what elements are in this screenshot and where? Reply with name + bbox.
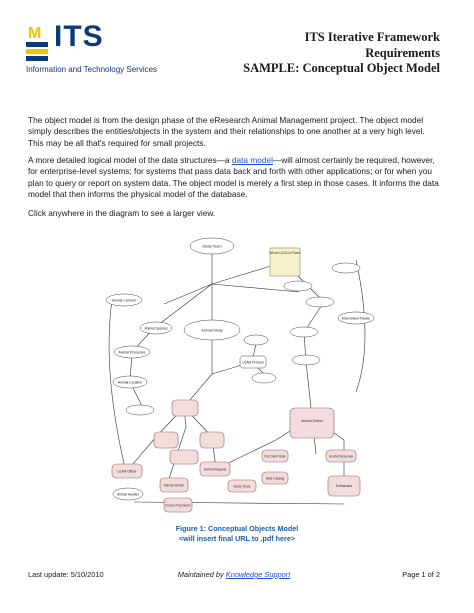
entity-small-left-1 <box>125 404 155 416</box>
entity-label-euthanasia: Euthanasia <box>336 484 352 488</box>
entity-pink-2 <box>199 431 225 449</box>
entity-small-center-2 <box>251 372 277 384</box>
entity-label-invoice-payments: Invoice Payments <box>165 504 191 508</box>
data-model-paragraph: A more detailed logical model of the dat… <box>28 155 440 200</box>
entity-ulam-personnel <box>325 449 357 463</box>
data-model-link[interactable]: data model <box>231 155 273 165</box>
entity-animal-species <box>139 321 173 335</box>
entity-label-animal-vendor: Animal Vendor <box>164 484 186 488</box>
entity-label-animal-orders: Animal Orders <box>301 419 323 423</box>
conceptual-object-model-diagram[interactable]: Whole UCUCA Phase Study Team Animal Conc… <box>94 232 384 516</box>
click-instruction: Click anywhere in the diagram to see a l… <box>28 208 216 218</box>
diagram-connectors <box>108 252 366 505</box>
caption-note: <will insert final URL to .pdf here> <box>178 533 296 543</box>
entity-rate-catalog <box>261 471 289 485</box>
last-update: Last update: 5/10/2010 <box>28 570 104 579</box>
header-line-1: ITS Iterative Framework <box>304 30 440 44</box>
page-number: Page 1 of 2 <box>402 570 440 579</box>
header-line-3: SAMPLE: Conceptual Object Model <box>243 61 440 75</box>
entity-animal-study <box>183 319 241 341</box>
document-header: ITS Iterative Framework Requirements SAM… <box>243 30 440 77</box>
caption-title: Figure 1: Conceptual Objects Model <box>175 524 299 533</box>
entity-label-animal-request: Animal Request <box>204 468 227 472</box>
entity-label-per-diem-rate: Per Diem Rate <box>265 455 286 459</box>
entity-label-animal-species: Animal Species <box>144 327 168 331</box>
entity-small-right-3 <box>289 326 319 338</box>
logo-text: ITS <box>54 20 104 53</box>
entity-animal-request <box>199 461 231 477</box>
logo-mark: M <box>28 25 42 42</box>
logo-bars-icon <box>26 42 48 64</box>
entity-label-rate-catalog: Rate Catalog <box>266 477 285 481</box>
entity-label-amendment-tracker: Amendment Tracker <box>342 317 372 321</box>
logo-subtitle: Information and Technology Services <box>26 65 158 74</box>
entity-study-years <box>227 479 257 493</box>
entity-label-ulam-protocol: ULAM Protocol <box>242 361 264 365</box>
diagram-entities: Whole UCUCA Phase Study Team Animal Conc… <box>105 237 375 513</box>
entity-animal-concern <box>105 293 143 307</box>
entity-small-right-5 <box>283 280 313 292</box>
entity-small-right-4 <box>291 354 321 366</box>
entity-label-study-years: Study Years <box>233 485 250 489</box>
entity-label-animal-study: Animal Study <box>201 329 222 333</box>
entity-label-animal-concern: Animal Concern <box>112 299 136 303</box>
entity-label-ulam-personnel: ULAM Personnel <box>329 455 353 459</box>
entity-animal-procedure <box>113 345 151 359</box>
maintained-by-prefix: Maintained by <box>177 570 226 579</box>
entity-label-ulam-officer: ULAM Officer <box>117 470 137 474</box>
entity-invoice-payments <box>163 497 193 513</box>
figure-caption: Figure 1: Conceptual Objects Model <will… <box>0 524 474 543</box>
entity-animal-orders <box>289 407 335 439</box>
entity-small-right-1 <box>331 262 361 274</box>
entity-whole-ucuca-phase <box>269 247 301 277</box>
header-line-2: Requirements <box>365 45 440 60</box>
entity-small-center-1 <box>243 334 269 346</box>
entity-animal-location <box>112 375 148 389</box>
entity-label-animal-location: Animal Location <box>118 381 142 385</box>
entity-label-animal-handler: Animal Handler <box>117 493 140 497</box>
entity-label-animal-procedure: Animal Procedure <box>119 351 146 355</box>
entity-animal-vendor-top <box>171 399 199 417</box>
entity-animal-census <box>169 449 199 465</box>
entity-euthanasia <box>327 475 361 497</box>
paragraph-text-after: —will almost certainly be required, howe… <box>28 155 439 199</box>
maintained-by: Maintained by Knowledge Support <box>28 570 440 579</box>
intro-paragraph: The object model is from the design phas… <box>28 115 425 148</box>
entity-study-team <box>189 237 235 255</box>
entity-pink-1 <box>153 431 179 449</box>
entity-label-study-team: Study Team <box>203 245 222 249</box>
its-logo: M ITS Information and Technology Service… <box>26 20 157 74</box>
entity-animal-vendor <box>159 477 189 493</box>
entity-small-right-2 <box>305 296 335 308</box>
entity-per-diem-rate <box>261 449 289 463</box>
entity-amendment-tracker <box>337 311 375 325</box>
entity-ulam-officer <box>111 463 143 479</box>
entity-ulam-protocol <box>239 355 267 369</box>
knowledge-support-link[interactable]: Knowledge Support <box>225 570 291 579</box>
paragraph-text-before: A more detailed logical model of the dat… <box>28 155 232 165</box>
entity-label-whole-ucuca: Whole UCUCA Phase <box>269 251 300 255</box>
entity-animal-handler <box>112 487 144 501</box>
